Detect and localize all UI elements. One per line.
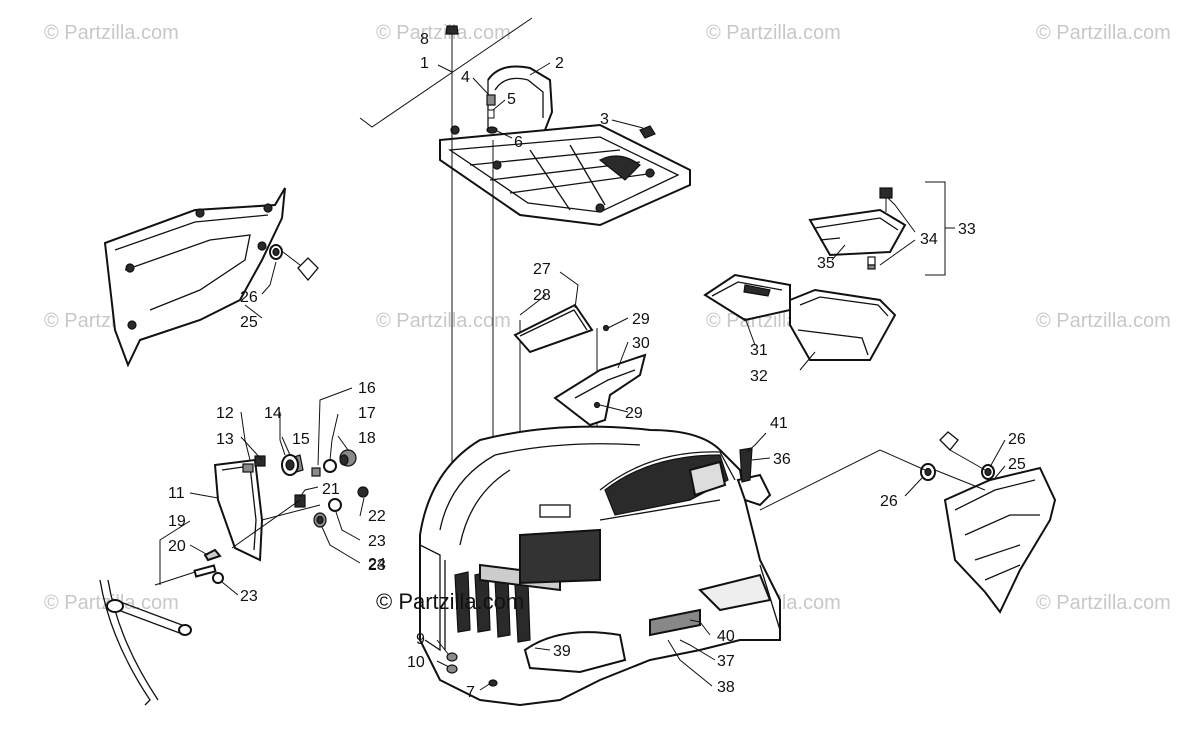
front-rack bbox=[439, 65, 691, 227]
right-side-panel bbox=[920, 431, 1057, 614]
callout-number: 32 bbox=[750, 368, 768, 385]
callout-number: 21 bbox=[322, 481, 340, 498]
callout-number: 2 bbox=[555, 55, 564, 72]
storage-tray bbox=[703, 273, 791, 322]
callout-number: 17 bbox=[358, 405, 376, 422]
left-side-panel bbox=[103, 187, 319, 368]
callout-number: 22 bbox=[368, 508, 386, 525]
callout-number: 29 bbox=[632, 311, 650, 328]
callout-number: 18 bbox=[358, 430, 376, 447]
callout-numbers: 1 2 3 4 5 6 7 8 9 10 11 12 13 14 15 16 1… bbox=[168, 31, 1026, 701]
callout-leaders bbox=[159, 62, 1006, 691]
callout-number: 12 bbox=[216, 405, 234, 422]
callout-number: 38 bbox=[717, 679, 735, 696]
callout-number: 28 bbox=[533, 287, 551, 304]
front-body bbox=[419, 425, 781, 707]
watermark: © Partzilla.com bbox=[706, 22, 841, 44]
callout-number: 30 bbox=[632, 335, 650, 352]
callout-number: 23 bbox=[368, 533, 386, 550]
callout-number: 34 bbox=[920, 231, 938, 248]
callout-number: 39 bbox=[553, 643, 571, 660]
callout-number: 31 bbox=[750, 342, 768, 359]
callout-number: 16 bbox=[358, 380, 376, 397]
callout-number: 35 bbox=[817, 255, 835, 272]
callout-number: 15 bbox=[292, 431, 310, 448]
callout-number: 27 bbox=[533, 261, 551, 278]
callout-number: 23 bbox=[368, 557, 386, 574]
part-3-cap bbox=[639, 125, 656, 139]
callout-number: 25 bbox=[1008, 456, 1026, 473]
leader-line bbox=[437, 64, 453, 73]
callout-number: 26 bbox=[880, 493, 898, 510]
callout-number: 19 bbox=[168, 513, 186, 530]
callout-number: 41 bbox=[770, 415, 788, 432]
callout-number: 33 bbox=[958, 221, 976, 238]
storage-box bbox=[789, 288, 897, 361]
part-8-bolt bbox=[445, 25, 459, 35]
leader-line bbox=[759, 449, 926, 511]
callout-number: 20 bbox=[168, 538, 186, 555]
callout-number: 24 bbox=[368, 556, 386, 573]
watermark: © Partzilla.com bbox=[1036, 310, 1171, 332]
watermark: © Partzilla.com bbox=[44, 22, 179, 44]
callout-number: 25 bbox=[240, 314, 258, 331]
watermark: © Partzilla.com bbox=[376, 310, 511, 332]
callout-number: 9 bbox=[416, 631, 425, 648]
callout-number: 13 bbox=[216, 431, 234, 448]
callout-number: 26 bbox=[240, 289, 258, 306]
callout-number: 23 bbox=[240, 588, 258, 605]
watermark: © Partzilla.com bbox=[376, 22, 511, 44]
callout-number: 29 bbox=[625, 405, 643, 422]
watermark: © Partzilla.com bbox=[1036, 22, 1171, 44]
callout-number: 6 bbox=[514, 134, 523, 151]
leader-line bbox=[359, 17, 533, 128]
rack-fastener-stack bbox=[486, 94, 498, 134]
callout-number: 5 bbox=[507, 91, 516, 108]
callout-number: 36 bbox=[773, 451, 791, 468]
callout-number: 37 bbox=[717, 653, 735, 670]
headlight-assembly bbox=[154, 449, 369, 586]
bracket-33 bbox=[925, 181, 946, 276]
callout-number: 26 bbox=[1008, 431, 1026, 448]
copyright-label: © Partzilla.com bbox=[376, 589, 525, 614]
callout-number: 11 bbox=[168, 485, 185, 502]
console-panel bbox=[553, 324, 647, 427]
callout-number: 4 bbox=[461, 69, 470, 86]
watermark: © Partzilla.com bbox=[1036, 592, 1171, 614]
callout-number: 1 bbox=[420, 55, 429, 72]
callout-number: 7 bbox=[466, 684, 475, 701]
storage-lid bbox=[808, 187, 907, 270]
callout-number: 3 bbox=[600, 111, 609, 128]
front-bumper-partial bbox=[99, 579, 192, 706]
callout-number: 8 bbox=[420, 31, 429, 48]
callout-number: 40 bbox=[717, 628, 735, 645]
bottom-fasteners bbox=[446, 652, 498, 687]
part-41-decal bbox=[739, 447, 753, 483]
callout-number: 14 bbox=[264, 405, 282, 422]
access-cover bbox=[513, 303, 594, 354]
callout-number: 10 bbox=[407, 654, 425, 671]
